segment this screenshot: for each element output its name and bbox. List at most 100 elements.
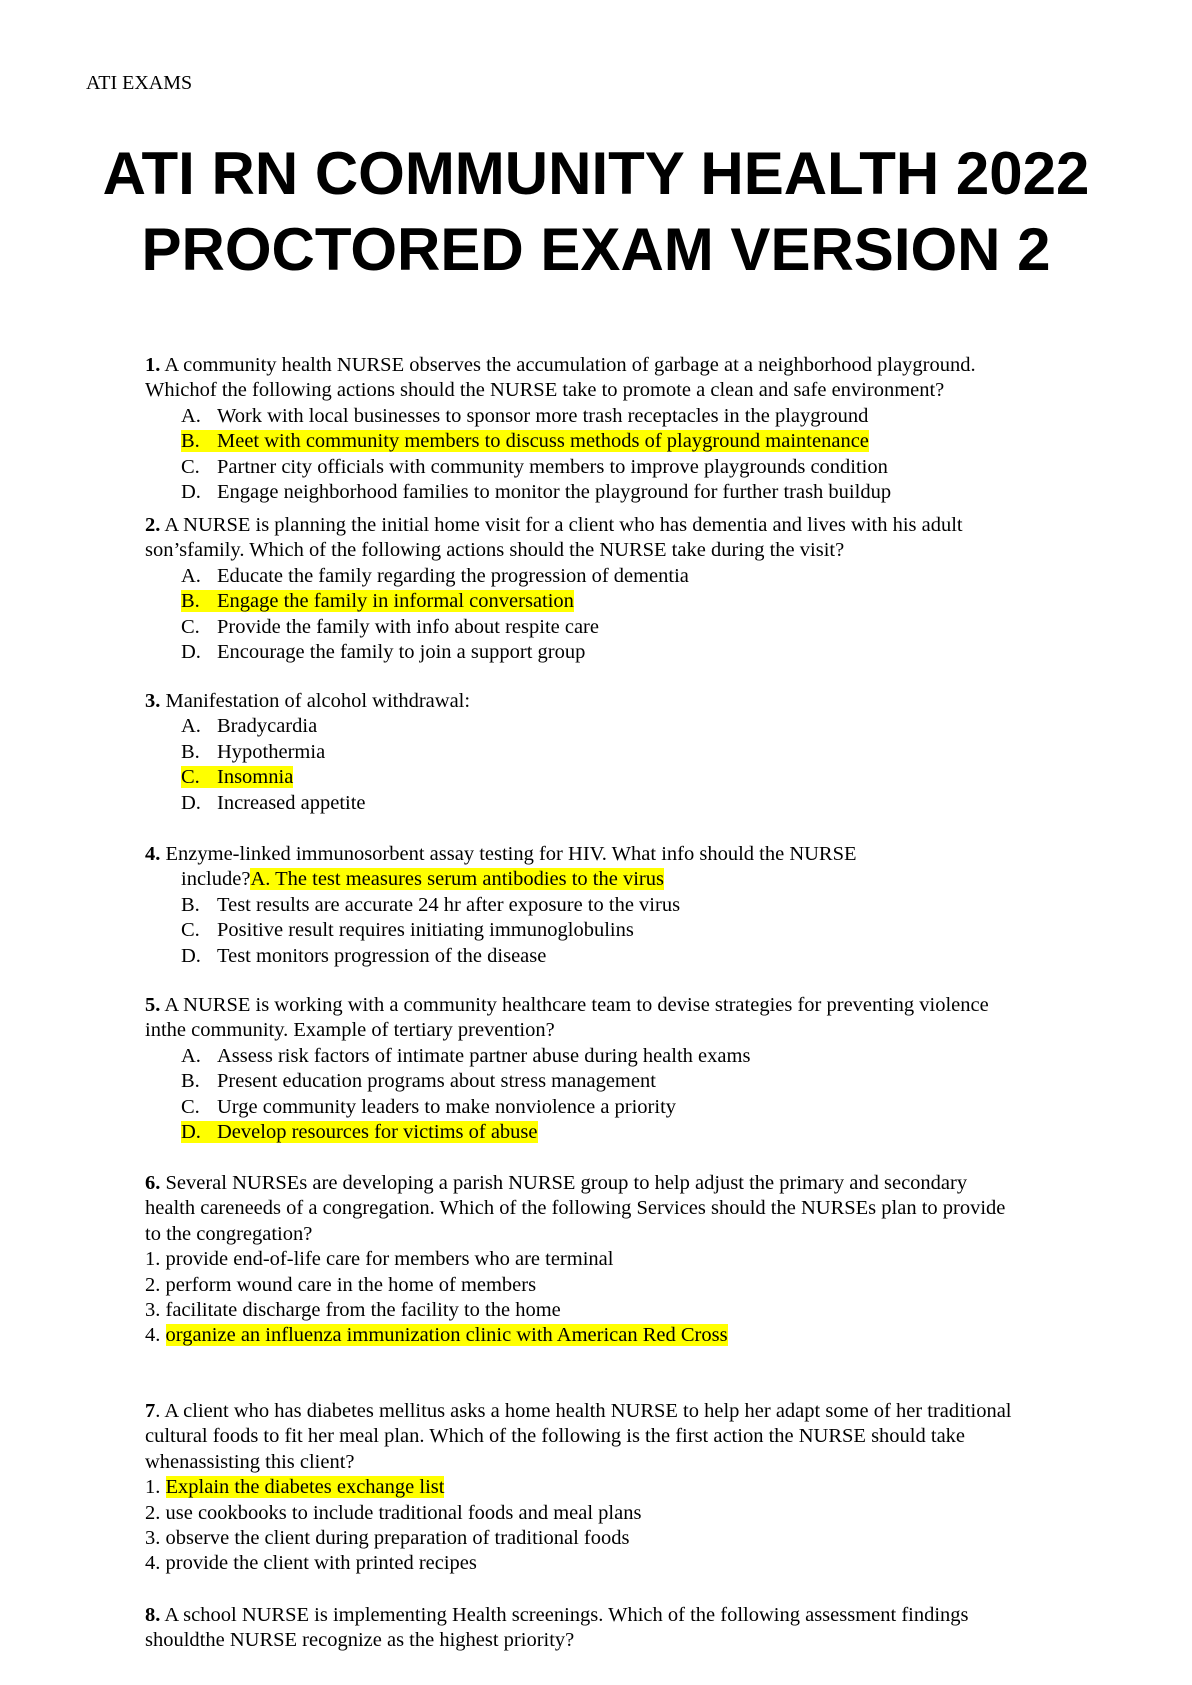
answer-text: B.Hypothermia: [181, 741, 325, 763]
question-text-line: 6. Several NURSEs are developing a paris…: [145, 1172, 968, 1194]
question-text-line: 3. Manifestation of alcohol withdrawal:: [145, 690, 471, 712]
answer-option-d: D.Develop resources for victims of abuse: [145, 1120, 1105, 1145]
numbered-option: 1. provide end-of-life care for members …: [145, 1248, 614, 1271]
answer-text: observe the client during preparation of…: [165, 1527, 630, 1550]
answer-option-d: D.Increased appetite: [145, 791, 1105, 816]
question-text-line: 1. A community health NURSE observes the…: [145, 354, 976, 376]
question-4: 4. Enzyme-linked immunosorbent assay tes…: [145, 842, 1105, 969]
question-number: 2.: [145, 514, 161, 536]
numbered-option: 2. use cookbooks to include traditional …: [145, 1501, 642, 1524]
answer-option-b: B.Test results are accurate 24 hr after …: [145, 893, 1105, 918]
correct-answer-highlight: organize an influenza immunization clini…: [165, 1324, 728, 1347]
question-text-line: inthe community. Example of tertiary pre…: [145, 1019, 555, 1042]
option-letter: C.: [181, 455, 200, 478]
question-text-line: 8. A school NURSE is implementing Health…: [145, 1604, 969, 1626]
question-number: 6.: [145, 1172, 161, 1194]
answer-option-c: C.Provide the family with info about res…: [145, 615, 1105, 640]
answer-option-c: C.Insomnia: [145, 765, 1105, 790]
answer-text: use cookbooks to include traditional foo…: [165, 1501, 642, 1524]
correct-answer-highlight: C.Insomnia: [181, 766, 294, 789]
option-letter: A.: [181, 715, 201, 738]
numbered-option: 4. organize an influenza immunization cl…: [145, 1324, 728, 1347]
option-letter: A.: [181, 404, 201, 427]
answer-text: D.Test monitors progression of the disea…: [181, 945, 546, 967]
answer-option-b: B.Hypothermia: [145, 740, 1105, 765]
question-number: 1.: [145, 354, 161, 376]
question-number: 5.: [145, 994, 161, 1016]
question-text-line: health careneeds of a congregation. Whic…: [145, 1197, 1006, 1220]
question-8: 8. A school NURSE is implementing Health…: [145, 1603, 1105, 1654]
answer-text: C.Provide the family with info about res…: [181, 616, 599, 638]
answer-option-d: D.Encourage the family to join a support…: [145, 640, 1105, 665]
correct-answer-highlight: D.Develop resources for victims of abuse: [181, 1121, 538, 1144]
answer-text: A.Work with local businesses to sponsor …: [181, 405, 868, 427]
numbered-option: 3. facilitate discharge from the facilit…: [145, 1299, 561, 1322]
option-letter: A.: [181, 564, 201, 587]
question-number: 3.: [145, 690, 161, 712]
question-1: 1. A community health NURSE observes the…: [145, 353, 1105, 505]
numbered-option: 2. perform wound care in the home of mem…: [145, 1273, 537, 1296]
answer-text: C.Urge community leaders to make nonviol…: [181, 1096, 676, 1118]
correct-answer-highlight: Explain the diabetes exchange list: [165, 1476, 445, 1499]
question-text-line: Whichof the following actions should the…: [145, 379, 945, 402]
option-letter: D.: [181, 791, 201, 814]
option-letter: B.: [181, 893, 200, 916]
title-line-2: PROCTORED EXAM VERSION 2: [141, 216, 1051, 283]
answer-text: D.Engage neighborhood families to monito…: [181, 481, 891, 503]
answer-text: B.Test results are accurate 24 hr after …: [181, 894, 680, 916]
question-text-line: shouldthe NURSE recognize as the highest…: [145, 1629, 575, 1652]
answer-text: D.Increased appetite: [181, 792, 366, 814]
question-text-line: 4. Enzyme-linked immunosorbent assay tes…: [145, 843, 857, 865]
question-number: 8.: [145, 1604, 161, 1626]
question-text-line: to the congregation?: [145, 1222, 313, 1245]
question-text-line: 7. A client who has diabetes mellitus as…: [145, 1400, 1012, 1422]
numbered-option: 4. provide the client with printed recip…: [145, 1552, 477, 1575]
answer-text: A.Educate the family regarding the progr…: [181, 565, 689, 587]
option-letter: C.: [181, 615, 200, 638]
option-letter: D.: [181, 481, 201, 504]
question-number: 4.: [145, 843, 161, 865]
question-5: 5. A NURSE is working with a community h…: [145, 993, 1105, 1145]
answer-option-b: B.Engage the family in informal conversa…: [145, 589, 1105, 614]
title-line-1: ATI RN COMMUNITY HEALTH 2022: [102, 140, 1090, 207]
answer-option-a: A.Assess risk factors of intimate partne…: [145, 1044, 1105, 1069]
question-text-line: son’sfamily. Which of the following acti…: [145, 539, 845, 562]
answer-text: D.Encourage the family to join a support…: [181, 641, 585, 663]
numbered-option: 3. observe the client during preparation…: [145, 1527, 630, 1550]
running-header: ATI EXAMS: [86, 72, 193, 94]
option-letter: B.: [181, 430, 200, 453]
question-text-line: cultural foods to fit her meal plan. Whi…: [145, 1425, 966, 1448]
question-text-line: 2. A NURSE is planning the initial home …: [145, 514, 963, 536]
answer-text: B.Present education programs about stres…: [181, 1070, 656, 1092]
option-letter: D.: [181, 641, 201, 664]
answer-text: perform wound care in the home of member…: [165, 1273, 537, 1296]
option-letter: D.: [181, 1121, 201, 1144]
question-2: 2. A NURSE is planning the initial home …: [145, 513, 1105, 665]
question-6: 6. Several NURSEs are developing a paris…: [145, 1171, 1105, 1349]
document-title: ATI RN COMMUNITY HEALTH 2022 PROCTORED E…: [0, 136, 1192, 288]
answer-text: A.Assess risk factors of intimate partne…: [181, 1045, 750, 1067]
answer-option-d: D.Test monitors progression of the disea…: [145, 944, 1105, 969]
answer-option-a: A.Bradycardia: [145, 714, 1105, 739]
answer-option-c: C.Urge community leaders to make nonviol…: [145, 1095, 1105, 1120]
answer-option-c: C.Positive result requires initiating im…: [145, 918, 1105, 943]
option-letter: C.: [181, 766, 200, 789]
question-text-line: 5. A NURSE is working with a community h…: [145, 994, 989, 1016]
question-7: 7. A client who has diabetes mellitus as…: [145, 1399, 1105, 1577]
answer-option-b: B.Meet with community members to discuss…: [145, 429, 1105, 454]
answer-text: provide the client with printed recipes: [165, 1552, 477, 1575]
option-letter: A.: [181, 1044, 201, 1067]
answer-option-a: A.Work with local businesses to sponsor …: [145, 404, 1105, 429]
option-letter: B.: [181, 590, 200, 613]
answer-text: C.Positive result requires initiating im…: [181, 919, 634, 941]
option-letter: B.: [181, 740, 200, 763]
answer-option-d: D.Engage neighborhood families to monito…: [145, 480, 1105, 505]
question-number: 7: [145, 1400, 156, 1422]
option-letter: B.: [181, 1070, 200, 1093]
option-letter: C.: [181, 919, 200, 942]
answer-option-a: A.Educate the family regarding the progr…: [145, 564, 1105, 589]
answer-text: A.Bradycardia: [181, 715, 317, 737]
question-3: 3. Manifestation of alcohol withdrawal: A…: [145, 689, 1105, 816]
question-text-line: whenassisting this client?: [145, 1450, 355, 1473]
answer-option-a: include?A. The test measures serum antib…: [181, 868, 664, 891]
